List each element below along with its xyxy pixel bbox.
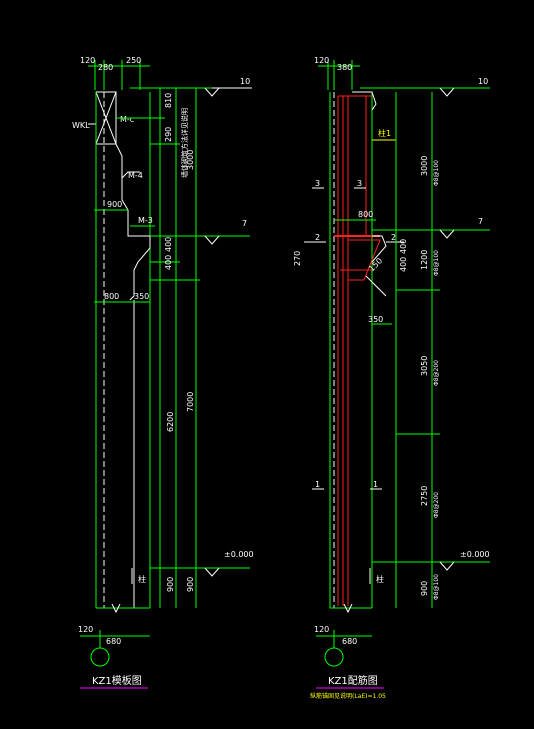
right-break-mark (343, 603, 353, 614)
right-dim-1200: 1200 (420, 250, 429, 270)
right-section-3-right: 3 (357, 179, 362, 188)
left-dim-7000: 7000 (186, 392, 195, 412)
right-rebar-note-1: Φ8@100 (433, 160, 440, 186)
right-rebar-corbel (348, 239, 381, 281)
left-upper-column-outline (115, 143, 150, 237)
right-dim-400a: 400 (399, 239, 408, 254)
left-bottom-dim-680: 680 (106, 637, 121, 646)
right-bottom-dim-680: 680 (342, 637, 357, 646)
right-corbel-outline (371, 235, 387, 263)
left-dim-6200: 6200 (166, 412, 175, 432)
right-dim-2750: 2750 (420, 486, 429, 506)
right-top-dim-380: 380 (337, 63, 352, 72)
right-label-d800: 800 (358, 210, 373, 219)
right-top-dim-120: 120 (314, 56, 329, 65)
left-top-dim-250: 250 (126, 56, 141, 65)
right-axis-bubble (324, 647, 344, 667)
left-drawing: 120 280 250 10 WKL M-c M-4 900 M-3 800 3 (72, 56, 254, 689)
right-rebar-note-3: Φ8@200 (433, 360, 440, 386)
left-label-mc: M-c (120, 115, 134, 124)
left-top-dim-120: 120 (80, 56, 95, 65)
left-level-zero-symbol (204, 567, 220, 577)
right-d150-leader (365, 275, 387, 297)
left-dim-400b: 400 (164, 255, 173, 270)
left-label-m4: M-4 (128, 171, 143, 180)
left-m4-shape (121, 171, 140, 179)
right-label-d270: 270 (293, 251, 302, 266)
left-label-d800: 800 (104, 292, 119, 301)
left-axis-bubble (90, 647, 110, 667)
right-dim-400b: 400 (399, 257, 408, 272)
right-title: KZ1配筋图 (328, 674, 378, 687)
left-dim-290: 290 (164, 127, 173, 142)
right-bottom-dim-120: 120 (314, 625, 329, 634)
left-top-dim-280: 280 (98, 63, 113, 72)
left-dim-900b: 900 (186, 577, 195, 592)
right-level-zero-symbol (439, 561, 455, 571)
left-bottom-dim-120: 120 (78, 625, 93, 634)
right-section-2-right: 2 (391, 233, 396, 242)
right-top-beam (352, 91, 377, 111)
right-section-2-left: 2 (315, 233, 320, 242)
left-level-top-label: 10 (240, 77, 250, 86)
right-rebar-note-4: Φ8@200 (433, 492, 440, 518)
left-rotated-note: 墙体砌筑方法详见说明 (180, 108, 189, 178)
right-section-1-right: 1 (373, 480, 378, 489)
right-section-1-left: 1 (315, 480, 320, 489)
right-dim-3000: 3000 (420, 156, 429, 176)
right-level-zero-label: ±0.000 (460, 550, 490, 559)
left-level-mid-symbol (204, 235, 220, 245)
left-dim-400a: 400 (164, 237, 173, 252)
right-label-d150: 150 (367, 256, 384, 273)
left-level-top-symbol (204, 87, 220, 97)
right-rebar-note-2: Φ8@100 (433, 250, 440, 276)
right-level-top-symbol (439, 87, 455, 97)
right-footing-mark: 柱 (376, 574, 384, 584)
left-level-mid-label: 7 (242, 219, 247, 228)
left-dim-810: 810 (164, 93, 173, 108)
right-rebar-note-5: Φ8@100 (433, 574, 440, 600)
left-title: KZ1模板图 (92, 674, 142, 687)
left-corbel-outline (129, 236, 151, 301)
left-break-mark (111, 603, 121, 614)
right-drawing: 120 380 10 150 3 3 2 2 1 1 (293, 56, 490, 700)
right-level-mid-label: 7 (478, 217, 483, 226)
right-subtitle: 纵筋锚固见说明(LaE)=1.05 (310, 692, 386, 700)
left-label-wkl: WKL (72, 121, 90, 130)
left-label-d350: 350 (134, 292, 149, 301)
left-wkl-cross-2 (95, 91, 117, 145)
left-dim-900a: 900 (166, 577, 175, 592)
left-footing-mark: 柱 (138, 574, 146, 584)
left-label-d900: 900 (107, 200, 122, 209)
right-top-mark: 柱1 (378, 128, 391, 138)
right-section-3-left: 3 (315, 179, 320, 188)
right-dim-900: 900 (420, 581, 429, 596)
right-level-top-label: 10 (478, 77, 488, 86)
right-level-mid-symbol (439, 229, 455, 239)
right-label-d350: 350 (368, 315, 383, 324)
left-dim-3000: 3000 (186, 150, 195, 170)
right-dim-3050: 3050 (420, 356, 429, 376)
left-label-m3: M-3 (138, 216, 153, 225)
left-level-zero-label: ±0.000 (224, 550, 254, 559)
